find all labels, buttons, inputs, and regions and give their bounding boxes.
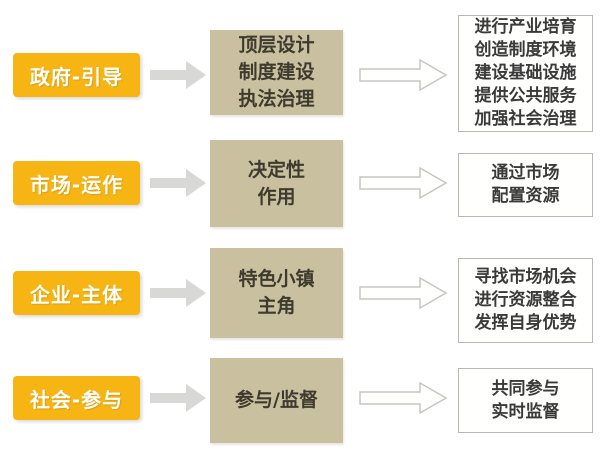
outcome-line: 建设基础设施 — [474, 63, 577, 83]
role-line: 作用 — [257, 185, 296, 208]
outcome-line: 提供公共服务 — [474, 86, 577, 106]
actor-box-government: 政府-引导 — [13, 53, 140, 97]
outcome-line: 进行资源整合 — [474, 290, 577, 310]
role-line: 执法治理 — [238, 88, 315, 110]
outcome-line: 加强社会治理 — [474, 109, 577, 129]
role-box-enterprise: 特色小镇 主角 — [210, 248, 343, 338]
arrow-right-outline-icon — [359, 275, 448, 311]
role-box-market: 决定性 作用 — [210, 140, 343, 227]
actor-label: 社会-参与 — [29, 387, 124, 412]
role-line: 主角 — [257, 295, 296, 317]
actor-box-enterprise: 企业-主体 — [13, 271, 140, 315]
arrow-right-icon — [150, 60, 207, 90]
role-line: 参与/监督 — [235, 389, 318, 411]
role-line: 制度建设 — [238, 61, 315, 83]
outcome-box-market: 通过市场 配置资源 — [458, 153, 593, 217]
actor-box-market: 市场-运作 — [13, 161, 140, 205]
role-line: 决定性 — [247, 158, 305, 181]
arrow-right-outline-icon — [359, 57, 448, 93]
role-line: 顶层设计 — [238, 34, 315, 56]
outcome-line: 寻找市场机会 — [474, 267, 577, 287]
outcome-line: 发挥自身优势 — [474, 313, 577, 333]
role-box-government: 顶层设计 制度建设 执法治理 — [210, 30, 343, 115]
arrow-right-icon — [150, 383, 207, 413]
outcome-line: 配置资源 — [491, 186, 560, 206]
outcome-box-society: 共同参与 实时监督 — [458, 368, 593, 433]
role-box-society: 参与/监督 — [210, 358, 343, 443]
outcome-line: 共同参与 — [491, 378, 560, 399]
arrow-right-outline-icon — [359, 380, 448, 416]
outcome-box-enterprise: 寻找市场机会 进行资源整合 发挥自身优势 — [458, 258, 593, 343]
actor-label: 市场-运作 — [29, 172, 124, 197]
arrow-right-outline-icon — [359, 165, 448, 201]
outcome-line: 通过市场 — [491, 163, 560, 183]
actor-box-society: 社会-参与 — [13, 376, 140, 420]
actor-label: 企业-主体 — [29, 282, 124, 307]
arrow-right-icon — [150, 168, 207, 198]
outcome-box-government: 进行产业培育 创造制度环境 建设基础设施 提供公共服务 加强社会治理 — [458, 15, 593, 132]
role-line: 特色小镇 — [238, 268, 315, 290]
outcome-line: 实时监督 — [491, 401, 560, 422]
arrow-right-icon — [150, 278, 207, 308]
outcome-line: 进行产业培育 — [474, 17, 577, 37]
outcome-line: 创造制度环境 — [474, 40, 577, 60]
actor-label: 政府-引导 — [29, 64, 124, 89]
